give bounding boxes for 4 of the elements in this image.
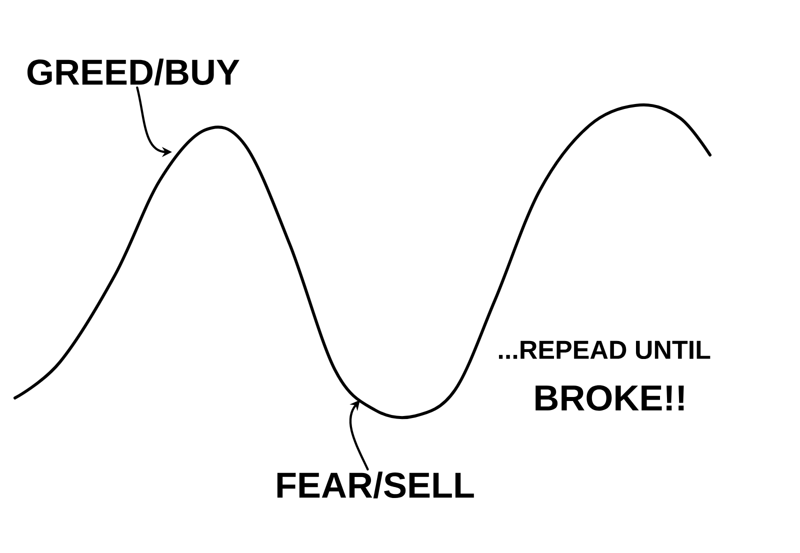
text-label: GREED/BUY	[27, 58, 240, 86]
text-label: BROKE!!	[536, 385, 684, 411]
text-label: ...REPEAD UNTIL	[498, 340, 710, 360]
text-label: FEAR/SELL	[277, 472, 474, 498]
